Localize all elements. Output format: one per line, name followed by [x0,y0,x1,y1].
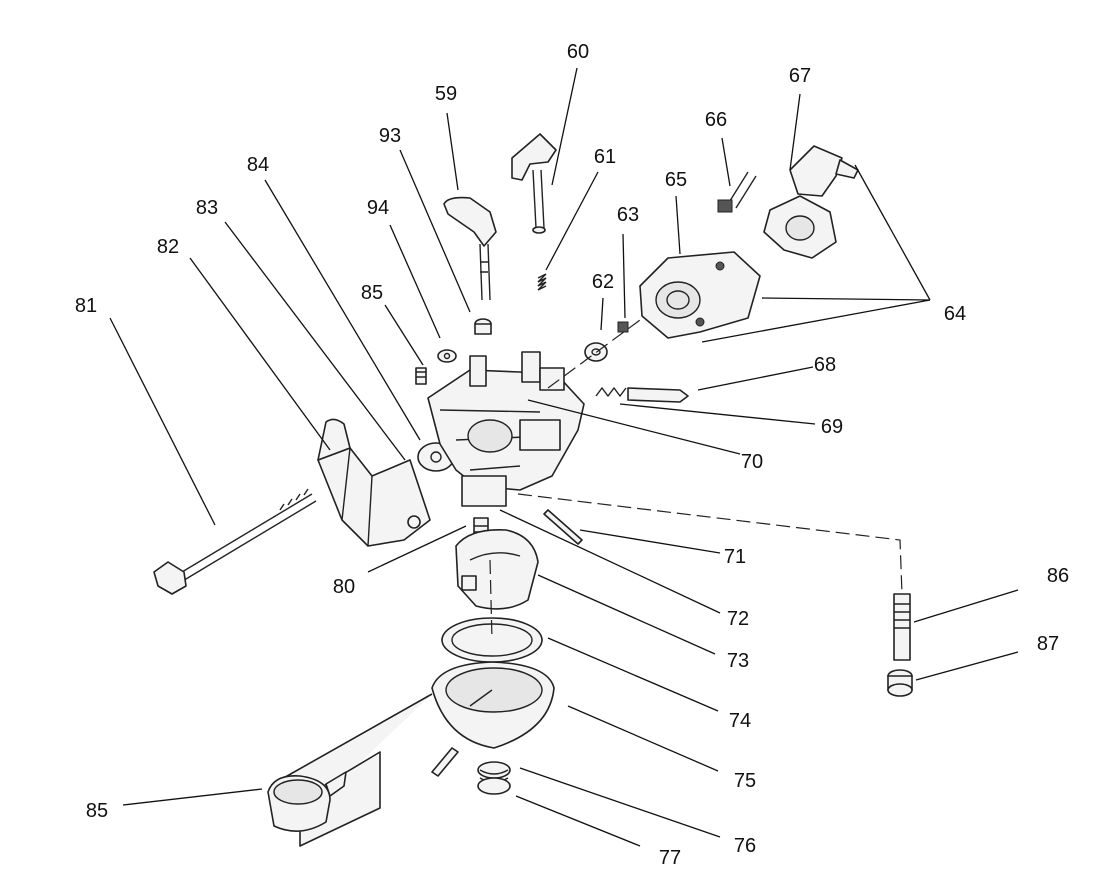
callout-85-upper: 85 [361,282,383,304]
callout-77: 77 [659,847,681,869]
callout-66: 66 [705,109,727,131]
callout-85-lower: 85 [86,800,108,822]
part-63-nut [617,321,629,333]
leader-lines [109,67,1019,847]
callout-93: 93 [379,125,401,147]
part-71-pin [543,509,583,545]
part-68-69-screw-spring [595,386,689,403]
part-86-screw [893,593,911,661]
callout-74: 74 [729,710,751,732]
callout-83: 83 [196,197,218,219]
callout-60: 60 [567,41,589,63]
part-85-clamp [267,771,347,832]
callout-73: 73 [727,650,749,672]
callout-64: 64 [944,303,966,325]
callout-72: 72 [727,608,749,630]
part-82-shield [317,418,431,547]
callout-59: 59 [435,83,457,105]
callout-62: 62 [592,271,614,293]
assembly-line-drain [517,493,903,595]
callout-63: 63 [617,204,639,226]
callout-labels: 59 60 61 62 63 64 65 66 67 68 69 70 71 7… [75,41,1069,869]
callout-94: 94 [367,197,389,219]
part-85-screw-upper [415,367,427,385]
callout-84: 84 [247,154,269,176]
part-77-screw [431,747,459,777]
part-73-float [455,529,539,610]
part-67-inlet [763,145,859,259]
part-61-spring [537,273,547,291]
callout-86: 86 [1047,565,1069,587]
part-65-adapter [639,251,761,339]
callout-61: 61 [594,146,616,168]
part-66-screws [717,171,757,213]
callout-70: 70 [741,451,763,473]
part-carburetor-body [427,351,585,507]
callout-76: 76 [734,835,756,857]
part-87-cap [887,669,913,697]
part-76-spring [477,761,511,795]
callout-75: 75 [734,770,756,792]
callout-68: 68 [814,354,836,376]
part-60-throttle-shaft [511,133,557,234]
callout-69: 69 [821,416,843,438]
part-59-lever [443,196,497,301]
callout-82: 82 [157,236,179,258]
assembly-line-bowl [489,559,493,641]
part-94-washer [437,349,457,363]
callout-67: 67 [789,65,811,87]
callout-87: 87 [1037,633,1059,655]
part-93-seal [474,318,492,335]
callout-71: 71 [724,546,746,568]
part-81-bolt [153,488,317,595]
callout-81: 81 [75,295,97,317]
callout-65: 65 [665,169,687,191]
callout-80: 80 [333,576,355,598]
